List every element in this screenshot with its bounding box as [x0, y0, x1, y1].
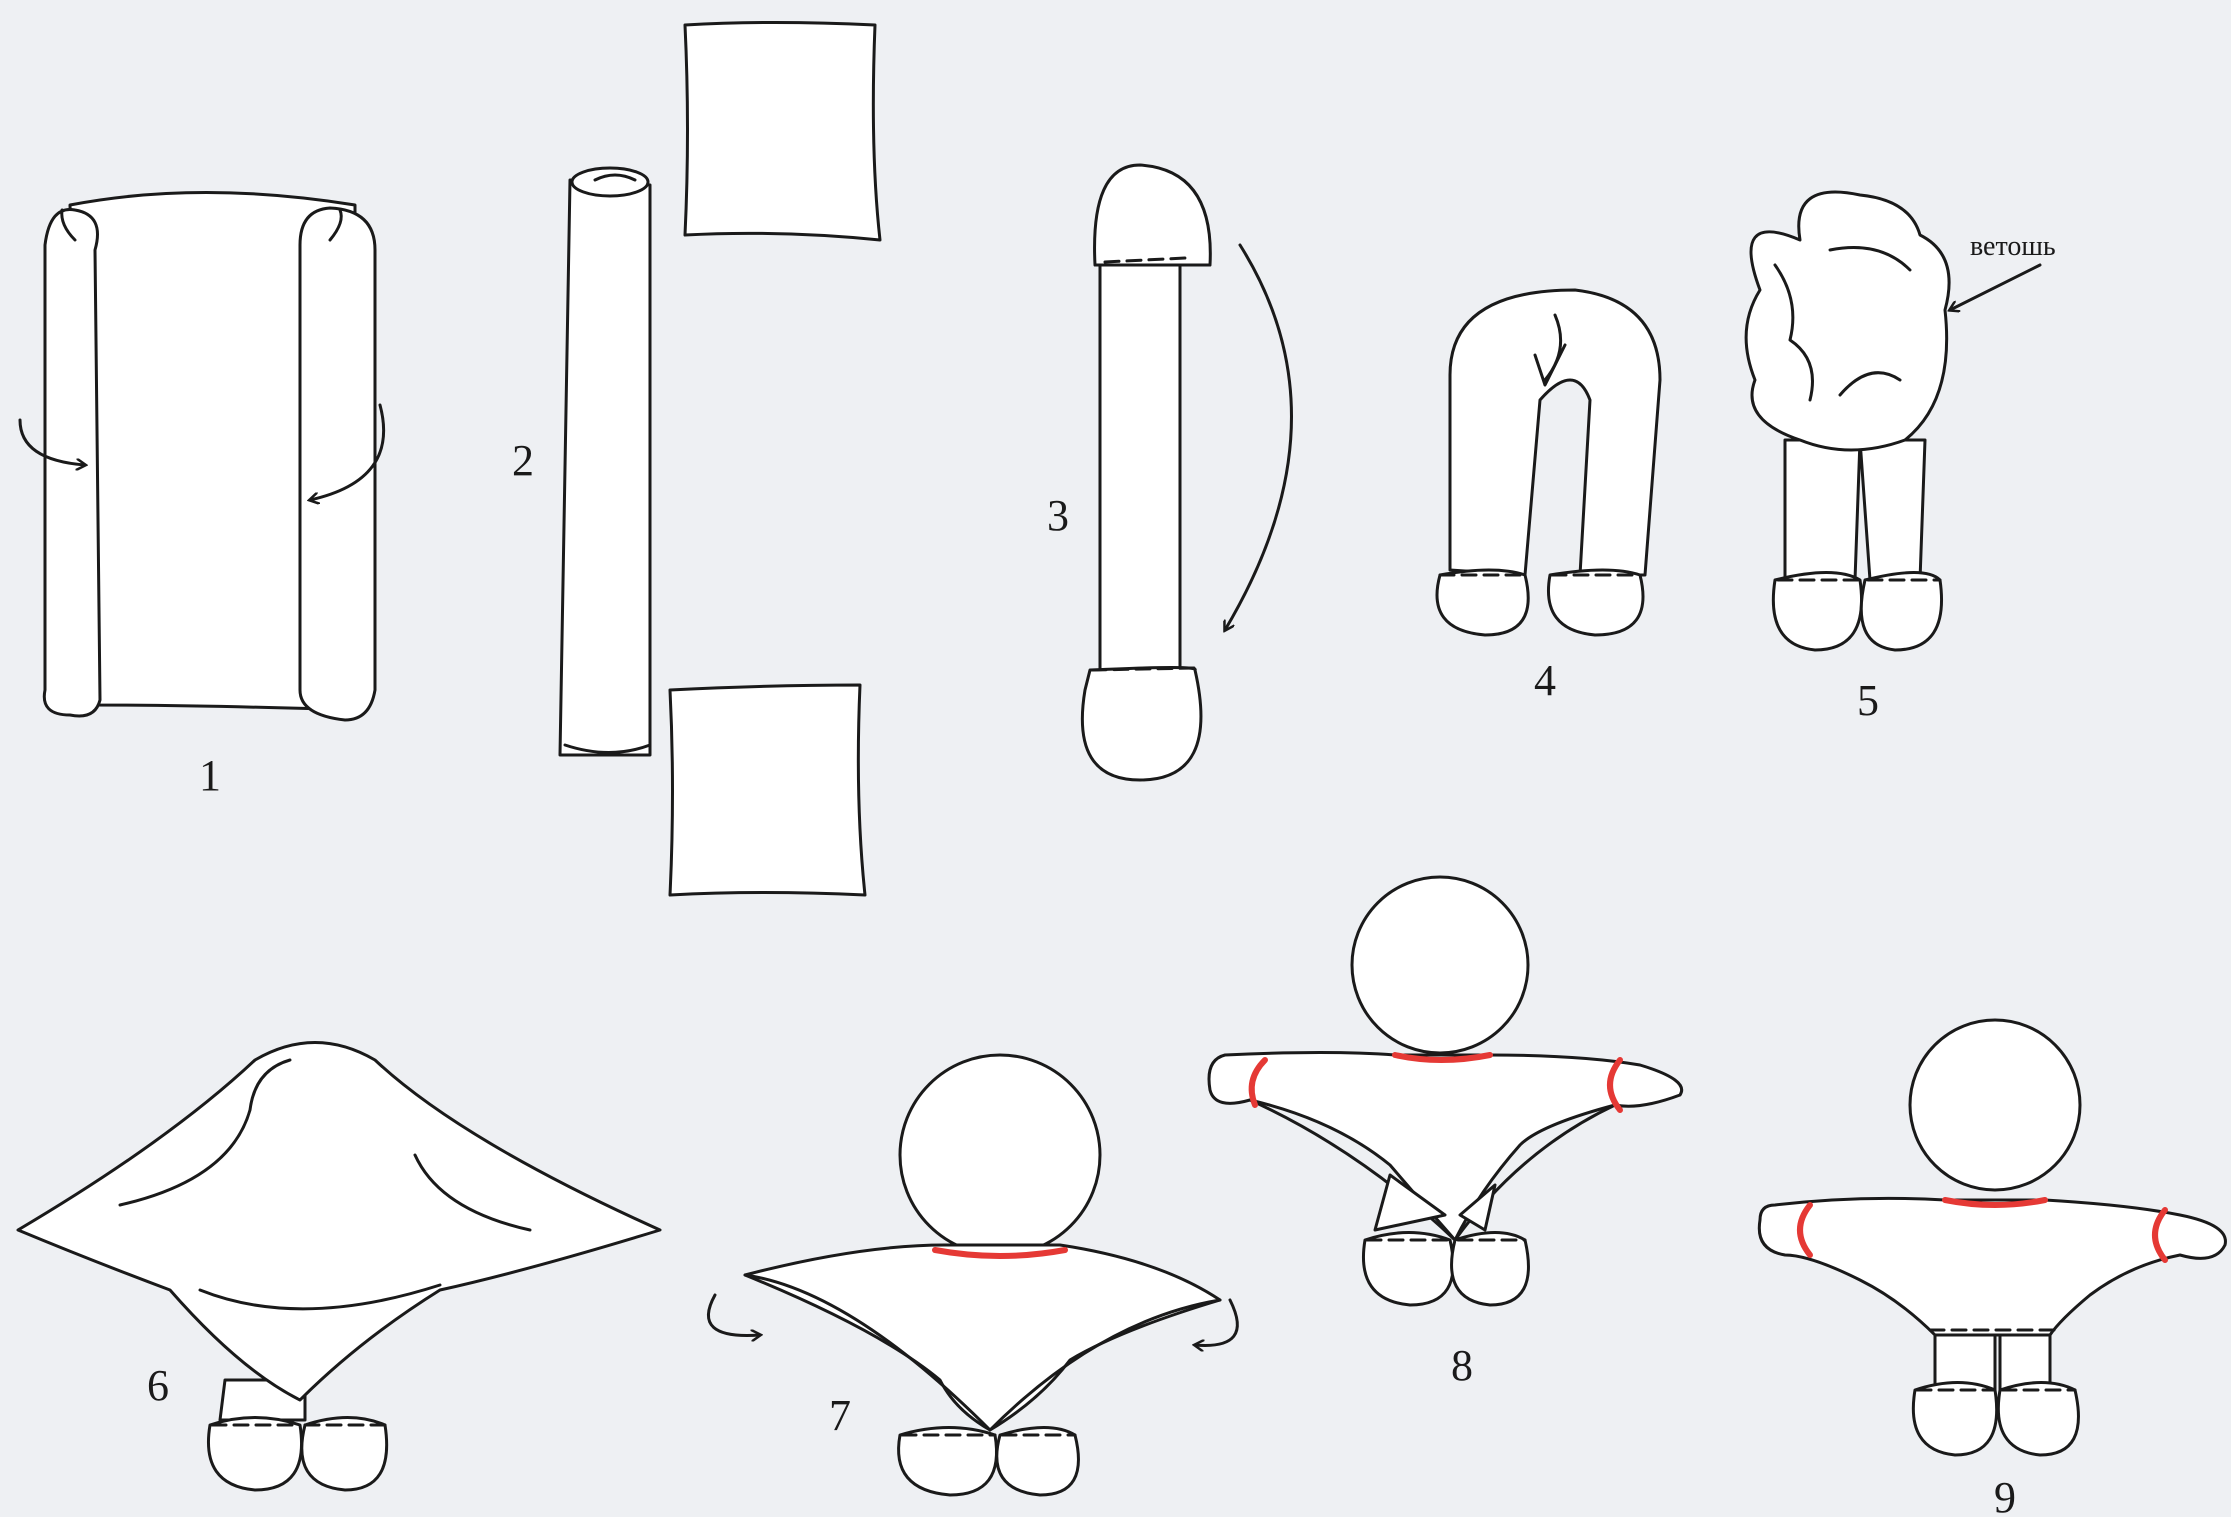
- step-2-figure: [560, 23, 880, 896]
- fold-arrow-left-wing: [708, 1295, 760, 1336]
- step-1-figure: [20, 193, 384, 721]
- doll-head: [1352, 877, 1528, 1053]
- step-3-figure: [1082, 165, 1291, 780]
- fabric-square-top: [685, 23, 880, 241]
- step-label-3: 3: [1047, 491, 1069, 540]
- right-rolled-edge: [300, 208, 375, 720]
- step-6-figure: [18, 1043, 660, 1491]
- doll-body: [1759, 1198, 2225, 1335]
- fabric-tube: [560, 180, 650, 755]
- draped-fabric-square: [18, 1043, 660, 1401]
- step-label-8: 8: [1451, 1341, 1473, 1390]
- upper-end-head: [1095, 165, 1211, 265]
- stuffing-annotation: ветошь: [1970, 231, 2056, 262]
- doll-head: [900, 1055, 1100, 1255]
- bend-arrow: [1225, 245, 1291, 630]
- step-label-1: 1: [199, 751, 221, 800]
- stuffing-ball: [1746, 192, 1949, 450]
- doll-head: [1910, 1020, 2080, 1190]
- lower-end-head: [1082, 668, 1201, 781]
- step-label-5: 5: [1857, 676, 1879, 725]
- step-4-figure: [1437, 290, 1660, 635]
- step-label-7: 7: [829, 1391, 851, 1440]
- doll-body-fabric: [745, 1245, 1220, 1430]
- step-label-9: 9: [1994, 1473, 2016, 1517]
- step-8-figure: [1209, 877, 1682, 1305]
- fabric-square-bottom: [670, 685, 865, 895]
- step-label-4: 4: [1534, 656, 1556, 705]
- step-9-figure: [1759, 1020, 2225, 1455]
- step-7-figure: [708, 1055, 1237, 1495]
- stuffing-pointer-arrow: [1950, 265, 2040, 310]
- step-label-6: 6: [147, 1361, 169, 1410]
- step-label-2: 2: [512, 436, 534, 485]
